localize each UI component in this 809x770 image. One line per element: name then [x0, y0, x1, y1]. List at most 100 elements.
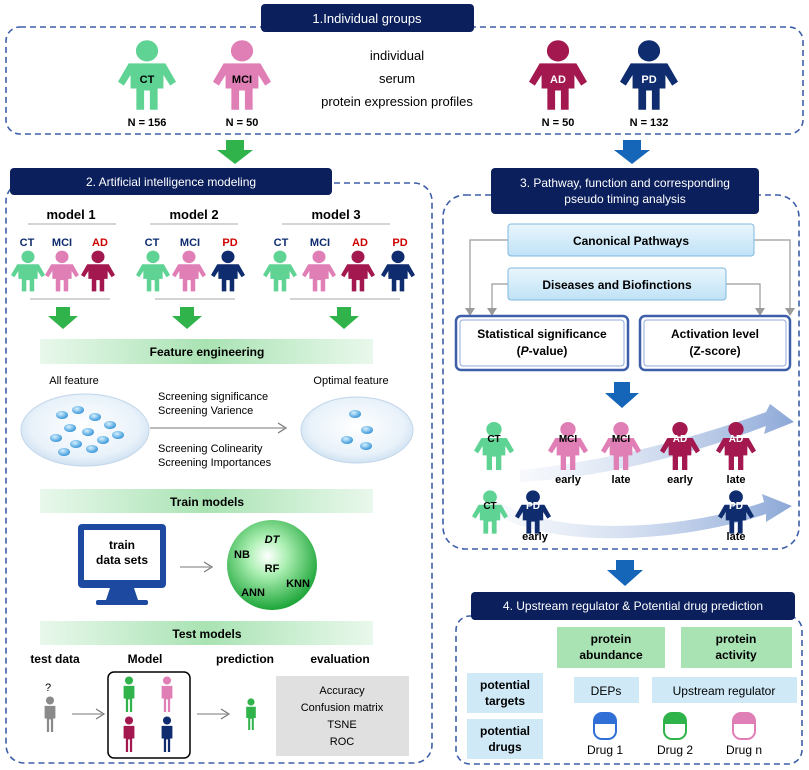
m3-ct-label: CT [274, 237, 289, 249]
desc-serum: serum [379, 71, 415, 86]
optimal-feature-label: Optimal feature [313, 375, 388, 387]
test-models-bar [40, 621, 373, 645]
m3-ct-person-icon [263, 250, 297, 292]
model-box [107, 671, 191, 759]
r2-pd1-label: PD [526, 501, 540, 512]
eval-accuracy: Accuracy [319, 685, 365, 697]
r1-ad1-label: AD [673, 434, 687, 445]
model3-title: model 3 [311, 207, 360, 222]
section4-title-box [471, 592, 795, 620]
m1-ad-person-icon [81, 250, 115, 292]
test-data-person-icon [44, 696, 56, 732]
section1-title-box [261, 4, 474, 32]
drug2-pill-icon [663, 712, 687, 740]
r1-stage-early-2: early [667, 474, 694, 486]
m1-mci-label: MCI [52, 237, 72, 249]
m2-pd-label: PD [222, 237, 237, 249]
m1-down-arrow-icon [48, 307, 78, 329]
r2-ct-person-icon [472, 490, 508, 534]
m1-mci-person-icon [45, 250, 79, 292]
section4-frame [455, 615, 803, 765]
test-data-header: test data [30, 652, 80, 666]
train-models-bar [40, 489, 373, 513]
desc-protein-profiles: protein expression profiles [321, 94, 473, 109]
screening-colinearity: Screening Colinearity [158, 443, 263, 455]
group-mci-label: MCI [232, 74, 252, 86]
protein-abundance-line1: protein [591, 632, 632, 646]
m2-mci-person-icon [172, 250, 206, 292]
model1-title: model 1 [46, 207, 95, 222]
section1-title: 1.Individual groups [312, 11, 422, 26]
train-data-line2: data sets [96, 553, 148, 567]
section3-title-box [491, 168, 759, 214]
r1-ct-person-icon [474, 422, 514, 470]
upstream-regulator-box [652, 677, 797, 703]
section4-title: 4. Upstream regulator & Potential drug p… [503, 599, 763, 613]
stat-sig-rest: -value) [529, 344, 568, 358]
section3-title-line2: pseudo timing analysis [564, 192, 685, 206]
group-ct-n: N = 156 [128, 117, 167, 129]
computer-monitor-icon [78, 524, 166, 605]
deps-box [574, 677, 639, 703]
pathway-connector-heads-icon [465, 308, 795, 316]
potential-targets-line2: targets [485, 694, 525, 708]
section3-down-arrow-icon [605, 382, 639, 408]
m2-ct-label: CT [145, 237, 160, 249]
screening-significance: Screening significance [158, 391, 268, 403]
r1-stage-early-1: early [555, 474, 582, 486]
r2-pd2-label: PD [729, 501, 743, 512]
potential-targets-line1: potential [480, 678, 530, 692]
activation-line2: (Z-score) [689, 344, 740, 358]
train-data-line1: train [109, 538, 135, 552]
m3-mci-person-icon [302, 250, 336, 292]
m3-mci-label: MCI [310, 237, 330, 249]
statistical-significance-inner [459, 319, 625, 367]
activation-line1: Activation level [671, 327, 759, 341]
group-ad-n: N = 50 [542, 117, 575, 129]
potential-drugs-box [467, 719, 543, 759]
row2-swoosh [495, 494, 792, 539]
r2-stage-late: late [727, 531, 746, 543]
drug2-label: Drug 2 [657, 743, 693, 757]
prediction-person-icon [246, 698, 256, 730]
test-arrow1-head-icon [95, 708, 106, 720]
upstream-regulator-label: Upstream regulator [673, 684, 776, 698]
protein-activity-line2: activity [715, 648, 757, 662]
group-mci-n: N = 50 [226, 117, 259, 129]
evaluation-header: evaluation [310, 652, 369, 666]
algorithms-ball [227, 520, 317, 610]
section3-title-line1: 3. Pathway, function and corresponding [520, 176, 730, 190]
drug1-pill-icon [593, 712, 617, 740]
r2-stage-early: early [522, 531, 549, 543]
group-pd-label: PD [641, 74, 656, 86]
optimal-feature-cells [341, 410, 373, 450]
canonical-pathways-box [507, 223, 755, 257]
protein-activity-box [681, 627, 792, 668]
m1-ct-person-icon [11, 250, 45, 292]
r1-ct-label: CT [487, 434, 500, 445]
canonical-pathways-label: Canonical Pathways [573, 234, 689, 248]
potential-targets-box [467, 673, 543, 713]
section2-title-box [10, 168, 332, 195]
protein-abundance-line2: abundance [579, 648, 643, 662]
drug1-label: Drug 1 [587, 743, 623, 757]
r2-pd-late-person-icon [718, 490, 754, 534]
all-feature-label: All feature [49, 375, 99, 387]
algo-nb: NB [234, 549, 250, 561]
stat-sig-line2: (P-value) [517, 344, 568, 358]
potential-drugs-line2: drugs [488, 740, 522, 754]
m2-down-arrow-icon [172, 307, 202, 329]
protein-activity-line1: protein [716, 632, 757, 646]
r1-mci1-label: MCI [559, 434, 578, 445]
feature-engineering-label: Feature engineering [150, 345, 265, 359]
test-arrow2-head-icon [220, 708, 231, 720]
prediction-header: prediction [216, 652, 274, 666]
all-feature-cells [50, 406, 124, 456]
group-pd-n: N = 132 [630, 117, 669, 129]
m3-ad-label: AD [352, 237, 368, 249]
r1-stage-late-2: late [727, 474, 746, 486]
diseases-box [507, 267, 727, 301]
r1-mci2-label: MCI [612, 434, 631, 445]
arrow-to-section2-icon [217, 140, 253, 164]
